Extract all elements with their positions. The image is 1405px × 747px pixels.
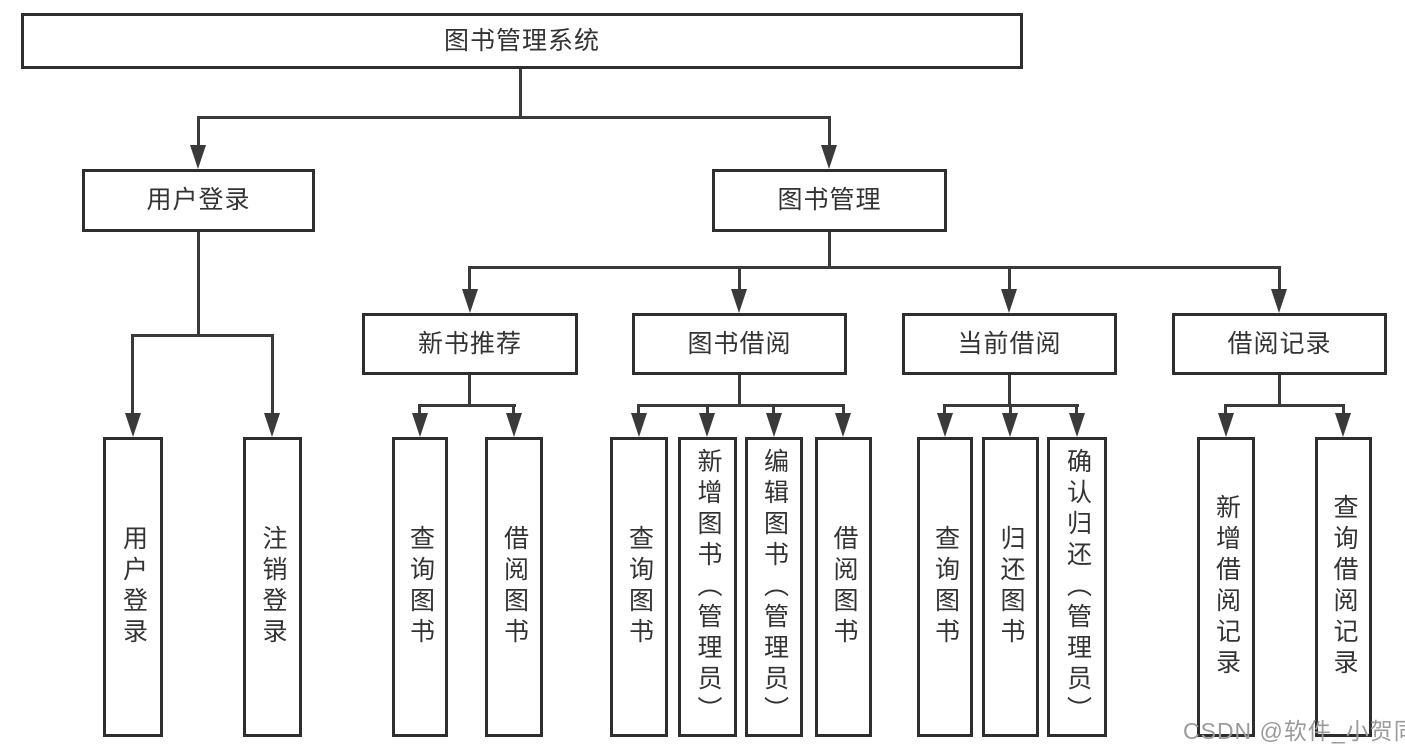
arrow-down-icon: [835, 413, 851, 437]
arrow-down-icon: [1218, 413, 1234, 437]
connector-line: [418, 404, 516, 407]
arrow-down-icon: [821, 145, 837, 169]
arrow-down-icon: [190, 145, 206, 169]
arrow-down-icon: [1271, 289, 1287, 313]
arrow-down-icon: [264, 413, 280, 437]
arrow-down-icon: [125, 413, 141, 437]
leaf-current-confirm-return-admin: 确认归还（管理员）: [1047, 437, 1107, 737]
connector-line: [637, 404, 845, 407]
leaf-user-login: 用户登录: [103, 437, 163, 737]
connector-line: [197, 116, 200, 150]
connector-line: [519, 67, 522, 119]
connector-line: [1075, 404, 1078, 416]
arrow-down-icon: [412, 413, 428, 437]
connector-line: [943, 404, 946, 416]
leaf-recommend-borrow-books: 借阅图书: [485, 437, 543, 737]
connector-line: [1008, 375, 1011, 407]
leaf-recommend-query-books: 查询图书: [392, 437, 448, 737]
connector-line: [271, 334, 274, 415]
connector-line: [738, 375, 741, 407]
leaf-current-return-books: 归还图书: [982, 437, 1039, 737]
node-user-login: 用户登录: [82, 169, 315, 232]
connector-line: [738, 266, 741, 292]
arrow-down-icon: [506, 413, 522, 437]
leaf-borrowing-edit-books-admin: 编辑图书（管理员）: [745, 437, 803, 737]
node-borrowing-records: 借阅记录: [1172, 313, 1387, 375]
leaf-records-add-record: 新增借阅记录: [1197, 437, 1255, 737]
connector-line: [1342, 404, 1345, 416]
leaf-borrowing-query-books: 查询图书: [610, 437, 668, 737]
node-new-book-recommendation: 新书推荐: [362, 313, 578, 375]
leaf-records-query-record: 查询借阅记录: [1315, 437, 1372, 737]
watermark: CSDN @软件_小贺同学: [1183, 718, 1405, 744]
arrow-down-icon: [462, 289, 478, 313]
leaf-logout: 注销登录: [243, 437, 302, 737]
arrow-down-icon: [766, 413, 782, 437]
connector-line: [1278, 375, 1281, 407]
arrow-down-icon: [1069, 413, 1085, 437]
connector-line: [1278, 266, 1281, 292]
connector-line: [772, 404, 775, 416]
node-root: 图书管理系统: [21, 13, 1023, 69]
connector-line: [828, 116, 831, 150]
connector-line: [131, 334, 274, 337]
connector-line: [637, 404, 640, 416]
node-current-borrowing: 当前借阅: [902, 313, 1117, 375]
connector-line: [418, 404, 421, 416]
connector-line: [131, 334, 134, 415]
arrow-down-icon: [937, 413, 953, 437]
connector-line: [197, 232, 200, 337]
connector-line: [706, 404, 709, 416]
connector-line: [828, 232, 831, 269]
connector-line: [1224, 404, 1345, 407]
connector-line: [468, 375, 471, 407]
leaf-borrowing-add-books-admin: 新增图书（管理员）: [678, 437, 737, 737]
connector-line: [468, 266, 1281, 269]
arrow-down-icon: [631, 413, 647, 437]
arrow-down-icon: [1335, 413, 1351, 437]
leaf-borrowing-borrow-books: 借阅图书: [815, 437, 872, 737]
node-book-borrowing: 图书借阅: [632, 313, 847, 375]
connector-line: [197, 116, 831, 119]
connector-line: [1009, 404, 1012, 416]
arrow-down-icon: [731, 289, 747, 313]
arrow-down-icon: [1002, 413, 1018, 437]
connector-line: [1224, 404, 1227, 416]
leaf-current-query-books: 查询图书: [917, 437, 973, 737]
connector-line: [512, 404, 515, 416]
arrow-down-icon: [699, 413, 715, 437]
node-book-management: 图书管理: [712, 169, 947, 232]
connector-line: [842, 404, 845, 416]
connector-line: [1008, 266, 1011, 292]
arrow-down-icon: [1001, 289, 1017, 313]
connector-line: [468, 266, 471, 292]
